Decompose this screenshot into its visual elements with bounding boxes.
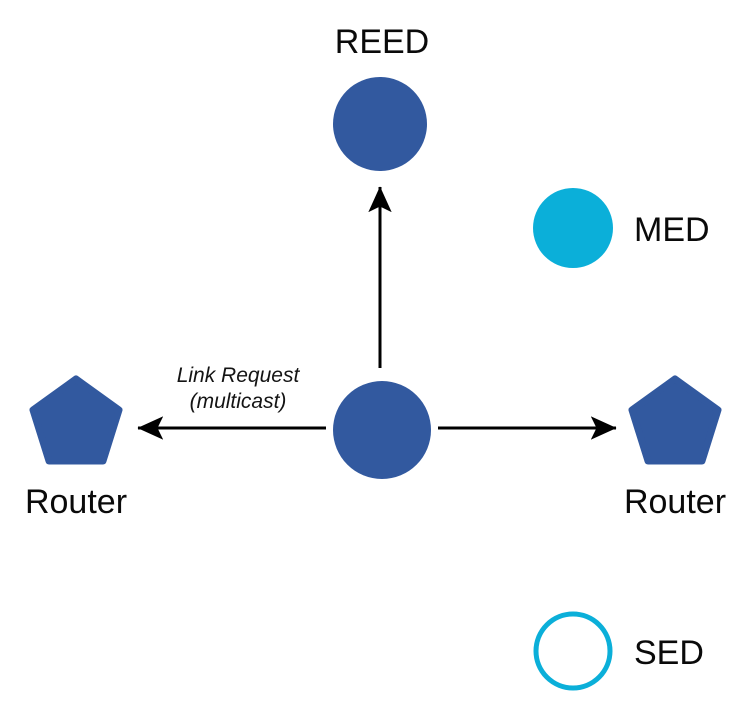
node-med[interactable] bbox=[533, 188, 613, 268]
edge-label-link-request: Link Request (multicast) bbox=[177, 364, 301, 413]
link-group bbox=[137, 186, 617, 440]
node-group: REED MED SED Router Router bbox=[25, 23, 726, 691]
node-router-right-label: Router bbox=[624, 483, 726, 521]
node-router-left-label: Router bbox=[25, 483, 127, 521]
node-center-source[interactable] bbox=[333, 381, 431, 479]
node-router-right[interactable] bbox=[628, 375, 722, 465]
edge-label-line-2: (multicast) bbox=[190, 390, 287, 413]
node-sed-label: SED bbox=[634, 634, 704, 672]
node-router-left[interactable] bbox=[29, 375, 123, 465]
node-sed[interactable] bbox=[533, 611, 613, 691]
node-reed[interactable] bbox=[333, 77, 427, 171]
edge-label-line-1: Link Request bbox=[177, 364, 301, 387]
node-med-label: MED bbox=[634, 211, 710, 249]
node-reed-label: REED bbox=[335, 23, 429, 61]
